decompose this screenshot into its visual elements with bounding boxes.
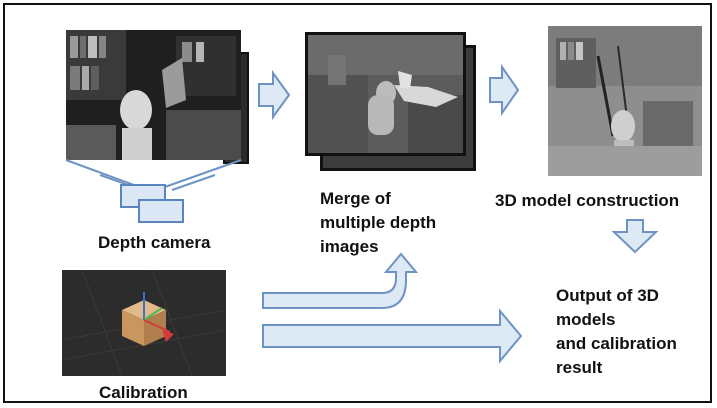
output-label-line1: Output of 3D [556,286,659,305]
depth-map-front [305,32,466,156]
output-label-line4: result [556,358,603,377]
depth-scene-image [66,30,241,160]
right-arrow-icon [258,69,291,121]
reconstruction-image [548,26,702,176]
down-arrow-icon [611,219,659,254]
point-cloud-room [548,26,702,176]
depth-camera-icon [138,199,184,223]
merge-label-line3: images [320,237,379,256]
output-label-line3: and calibration [556,334,677,353]
construction-label: 3D model construction [495,191,680,210]
output-label-line2: models [556,310,616,329]
diagram-frame [3,3,712,403]
up-curve-arrow-icon [262,252,419,309]
depth-camera-label: Depth camera [98,233,211,252]
calibration-label: Calibration [99,383,188,402]
merge-label-line1: Merge of [320,189,391,208]
projection-line [65,159,143,189]
projection-line [171,174,216,191]
depth-photo-front [66,30,241,160]
long-right-arrow-icon [262,308,523,364]
depth-map-image [308,35,463,153]
calibration-image [62,270,226,376]
right-arrow-icon [489,63,520,117]
projection-line [161,159,242,189]
cube-gizmo-icon [62,270,226,376]
merge-label-line2: multiple depth [320,213,437,232]
